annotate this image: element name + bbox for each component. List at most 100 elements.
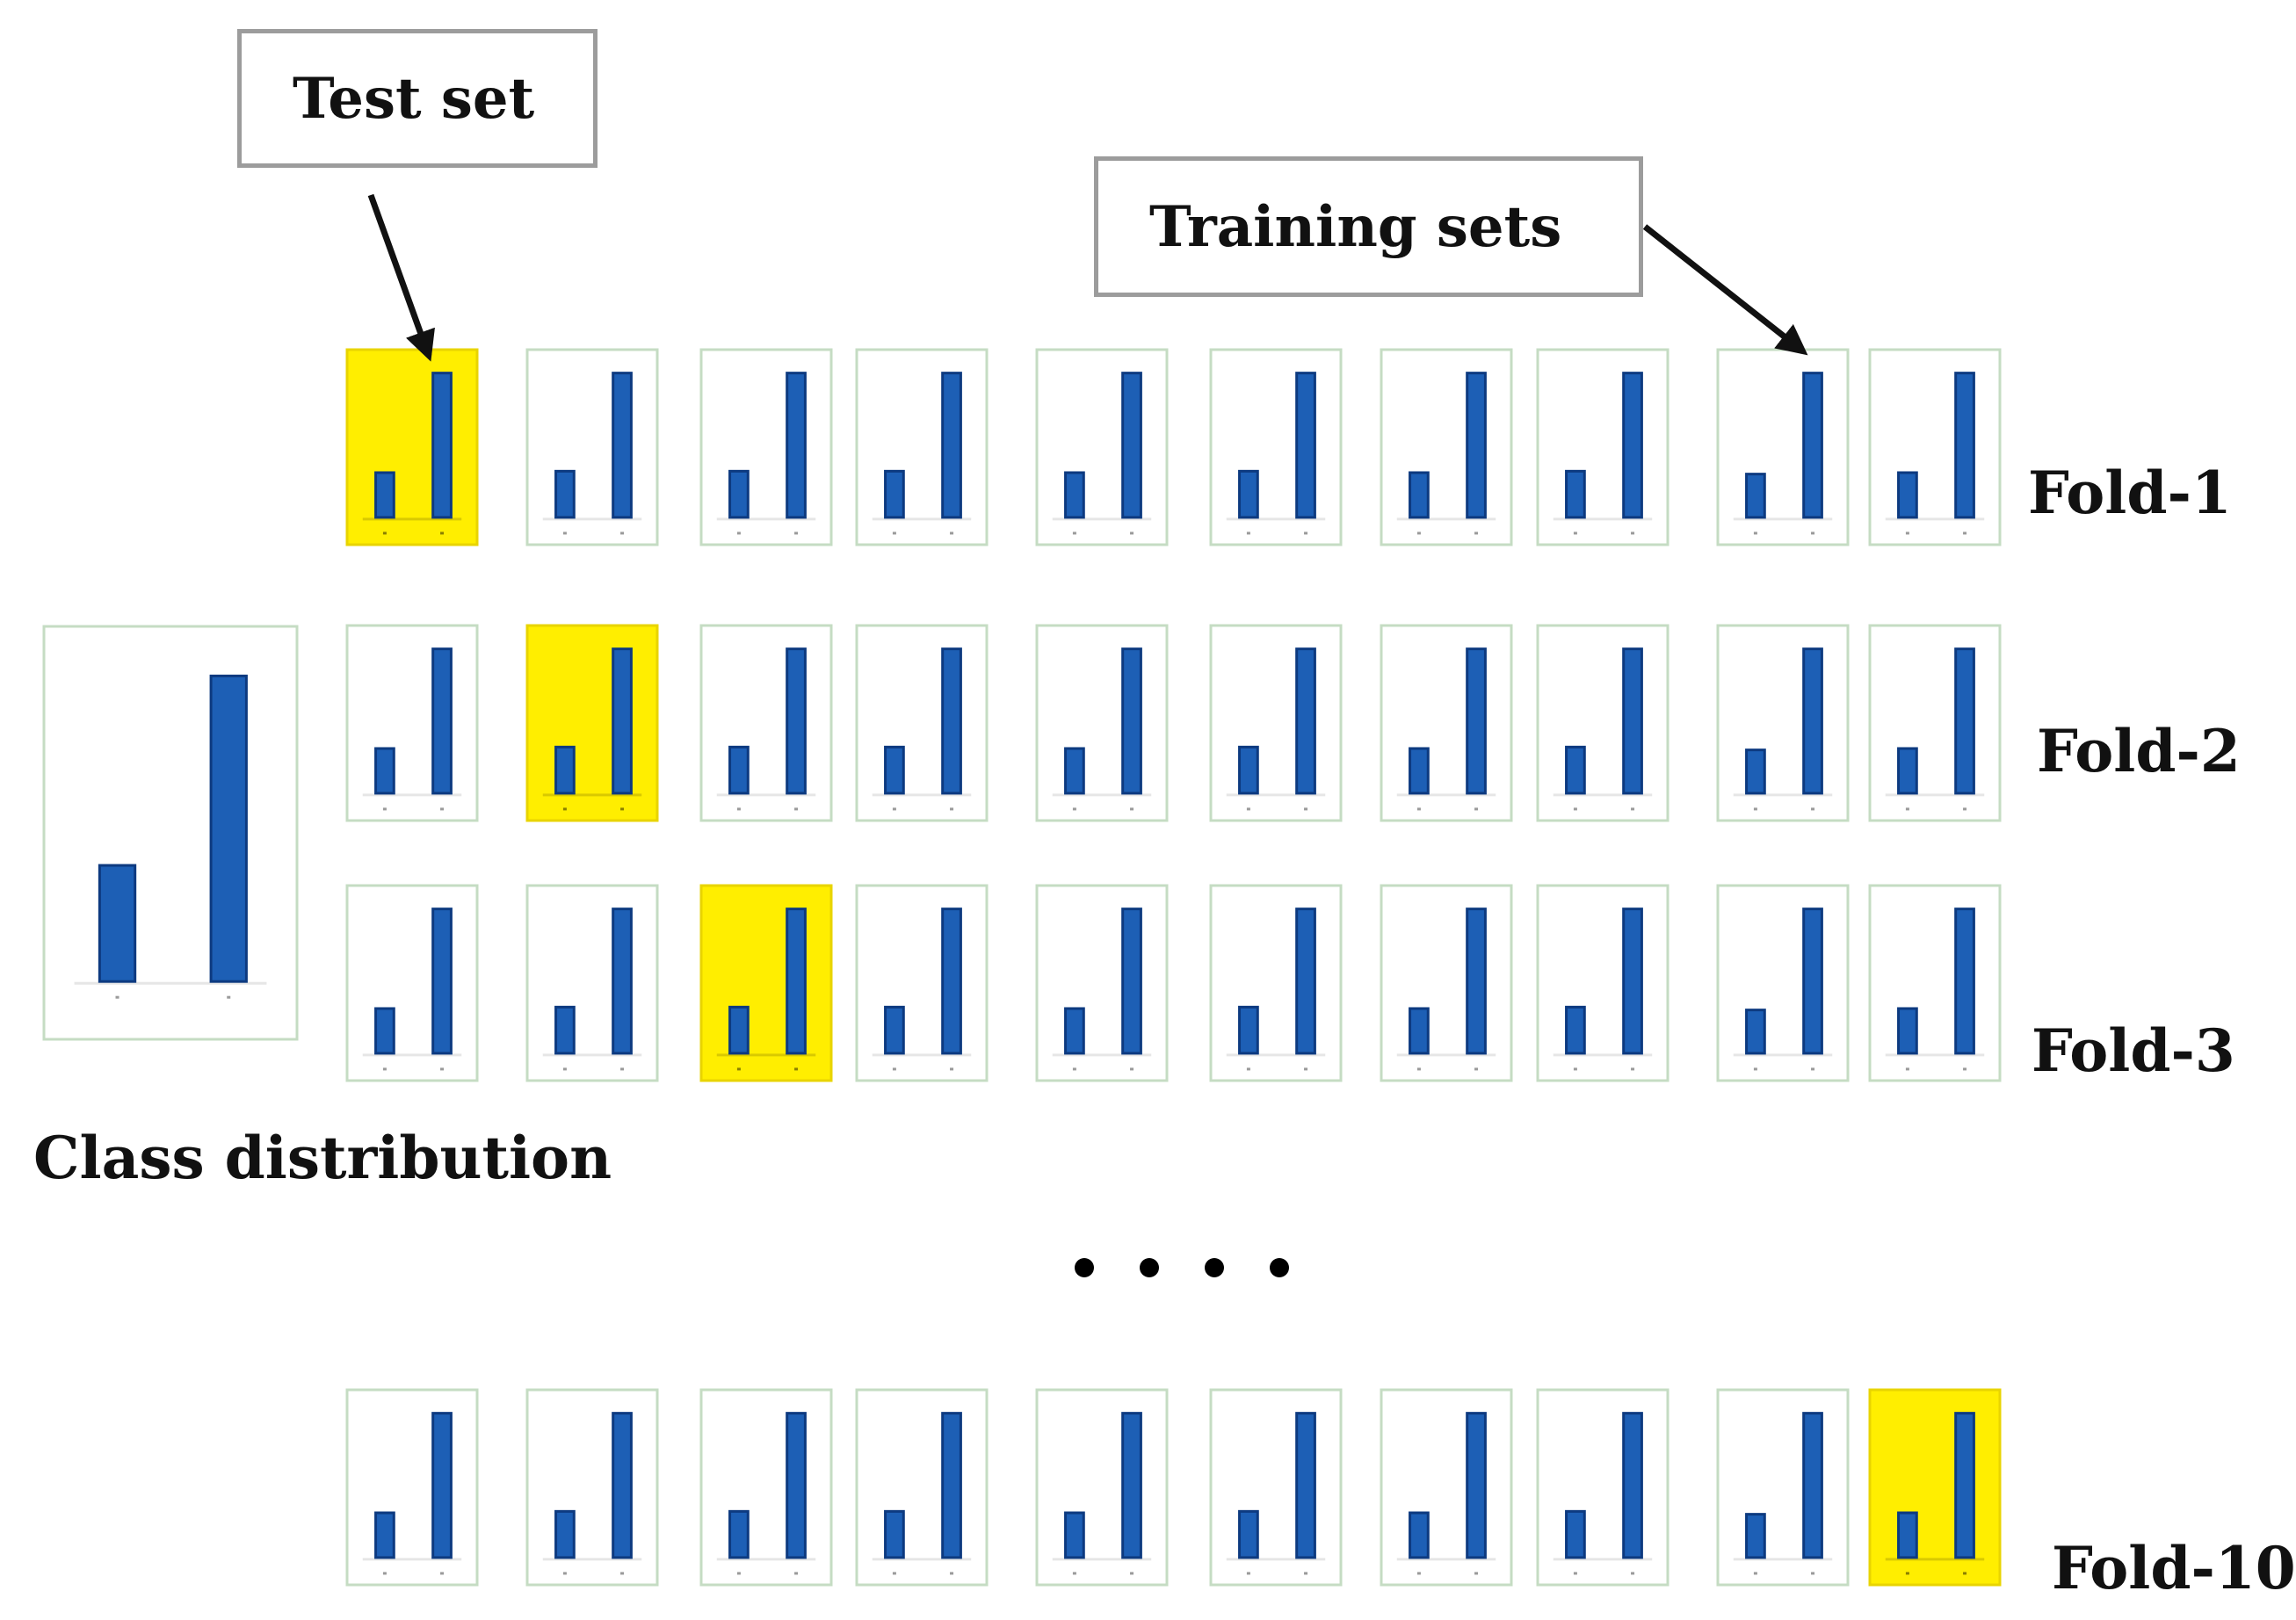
minority-class-bar <box>554 1509 576 1559</box>
training-set-panel <box>1209 348 1343 546</box>
minority-class-bar <box>1565 1509 1586 1559</box>
training-set-panel <box>1380 348 1513 546</box>
majority-class-bar <box>1622 1412 1643 1559</box>
training-set-panel <box>855 348 989 546</box>
majority-class-bar <box>431 1412 453 1559</box>
majority-class-bar <box>1295 647 1316 795</box>
majority-class-bar <box>1121 647 1142 795</box>
training-set-panel <box>345 884 479 1082</box>
training-set-panel <box>1380 884 1513 1082</box>
majority-class-bar <box>1802 647 1823 795</box>
majority-class-bar <box>786 372 807 519</box>
majority-class-bar <box>1121 908 1142 1055</box>
class-distribution-panel <box>42 625 299 1041</box>
minority-class-bar <box>1897 471 1918 519</box>
minority-class-bar <box>1897 1007 1918 1055</box>
minority-class-bar <box>554 469 576 519</box>
training-set-panel <box>1536 348 1669 546</box>
ellipsis-dot <box>1270 1258 1289 1277</box>
minority-class-bar <box>1238 469 1259 519</box>
majority-class-bar <box>612 1412 633 1559</box>
training-set-panel <box>1035 348 1169 546</box>
majority-class-bar <box>941 372 962 519</box>
minority-class-bar <box>374 1511 395 1559</box>
majority-class-bar <box>1622 372 1643 519</box>
minority-class-bar <box>884 1005 905 1055</box>
ellipsis-dot <box>1140 1258 1159 1277</box>
training-set-panel <box>1868 624 2002 822</box>
minority-class-bar <box>1565 745 1586 795</box>
test-set-label: Test set <box>293 65 535 132</box>
training-sets-arrow <box>1642 224 1808 356</box>
majority-class-bar <box>1295 372 1316 519</box>
class-distribution-label: Class distribution <box>33 1124 612 1192</box>
majority-class-bar <box>431 908 453 1055</box>
training-set-panel <box>1035 1388 1169 1587</box>
fold-10-label: Fold-10 <box>2052 1534 2296 1602</box>
test-set-callout: Test set <box>237 29 598 168</box>
training-set-panel <box>1868 348 2002 546</box>
majority-class-bar <box>1466 1412 1487 1559</box>
minority-class-bar <box>1565 1005 1586 1055</box>
minority-class-bar <box>1238 1509 1259 1559</box>
ellipsis-dot <box>1075 1258 1094 1277</box>
minority-class-bar <box>374 747 395 795</box>
minority-class-bar <box>1565 469 1586 519</box>
test-set-arrow <box>367 193 435 362</box>
training-set-panel <box>525 884 659 1082</box>
majority-class-bar <box>786 1412 807 1559</box>
majority-class-bar <box>431 647 453 795</box>
minority-class-bar <box>1745 1009 1766 1055</box>
training-set-panel <box>1209 884 1343 1082</box>
minority-class-bar <box>374 471 395 519</box>
minority-class-bar <box>554 1005 576 1055</box>
minority-class-bar <box>1238 1005 1259 1055</box>
test-set-panel <box>699 884 833 1082</box>
minority-class-bar <box>1897 747 1918 795</box>
majority-class-bar <box>1954 908 1975 1055</box>
test-set-panel <box>1868 1388 2002 1587</box>
minority-class-bar <box>1064 1511 1085 1559</box>
majority-class-bar <box>431 372 453 519</box>
majority-class-bar <box>612 908 633 1055</box>
training-set-panel <box>699 624 833 822</box>
training-set-panel <box>525 348 659 546</box>
training-sets-callout: Training sets <box>1094 156 1643 297</box>
fold-1-label: Fold-1 <box>2028 459 2232 527</box>
majority-class-bar <box>786 908 807 1055</box>
majority-class-bar <box>1954 1412 1975 1559</box>
minority-class-bar <box>554 745 576 795</box>
minority-class-bar <box>1238 745 1259 795</box>
majority-class-bar <box>1466 908 1487 1055</box>
training-set-panel <box>855 624 989 822</box>
training-set-panel <box>1380 624 1513 822</box>
training-set-panel <box>1716 348 1850 546</box>
training-set-panel <box>855 884 989 1082</box>
minority-class-bar <box>884 745 905 795</box>
training-set-panel <box>1716 624 1850 822</box>
minority-class-bar <box>1409 471 1430 519</box>
minority-class-bar <box>1064 471 1085 519</box>
training-set-panel <box>699 1388 833 1587</box>
minority-class-bar <box>1064 1007 1085 1055</box>
majority-class-bar <box>612 647 633 795</box>
majority-class-bar <box>1802 908 1823 1055</box>
majority-class-bar <box>1802 1412 1823 1559</box>
training-set-panel <box>1716 1388 1850 1587</box>
majority-class-bar <box>1802 372 1823 519</box>
training-set-panel <box>1209 1388 1343 1587</box>
training-set-panel <box>345 624 479 822</box>
fold-3-label: Fold-3 <box>2032 1016 2235 1085</box>
majority-class-bar <box>1121 372 1142 519</box>
majority-class-bar <box>1622 908 1643 1055</box>
training-set-panel <box>1868 884 2002 1082</box>
test-set-panel <box>525 624 659 822</box>
training-set-panel <box>1716 884 1850 1082</box>
majority-class-bar <box>1121 1412 1142 1559</box>
majority-class-bar <box>1466 372 1487 519</box>
majority-class-bar <box>941 1412 962 1559</box>
training-set-panel <box>855 1388 989 1587</box>
minority-class-bar <box>728 745 750 795</box>
minority-class-bar <box>884 469 905 519</box>
